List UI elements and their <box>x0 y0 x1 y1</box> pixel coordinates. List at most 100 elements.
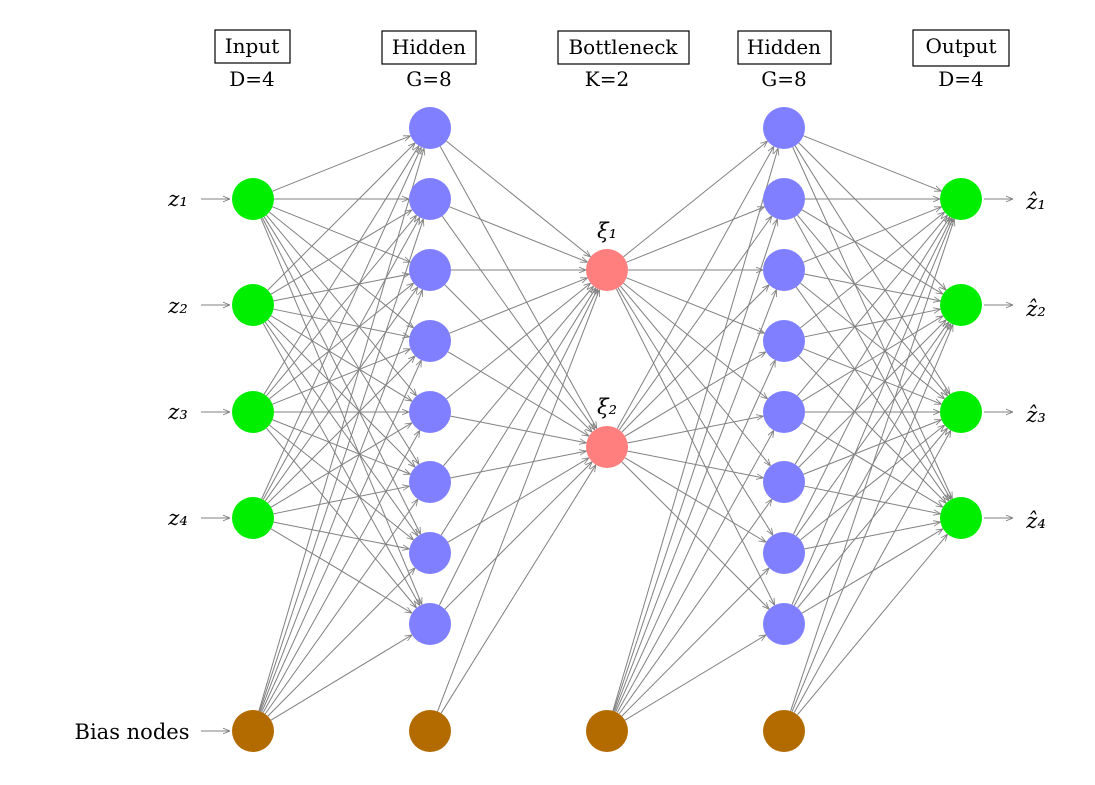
edge-layer3-to-layer4 <box>792 218 951 535</box>
layer-title-output: Output <box>925 34 996 58</box>
bias-edge-layer4 <box>790 219 955 712</box>
bias-edge-layer3 <box>615 360 776 713</box>
hidden2-node-1 <box>763 107 805 149</box>
bias-edge-layer1 <box>270 635 412 721</box>
bottleneck-label-xi1: ξ₁ <box>597 219 617 243</box>
edge-layer0-to-layer1 <box>269 424 413 540</box>
layer-title-box <box>214 29 291 64</box>
bottleneck-label-xi2: ξ₂ <box>597 395 617 419</box>
hidden2-node-6 <box>763 461 805 503</box>
hidden1-node-1 <box>409 107 451 149</box>
edge-layer2-to-layer3 <box>616 146 774 429</box>
bias-node-4 <box>763 710 805 752</box>
edge-layer1-to-layer2 <box>438 289 597 606</box>
bias-edge-layer1 <box>267 568 415 717</box>
layer-dim-hidden2: G=8 <box>761 67 806 91</box>
edge-layer3-to-layer4 <box>798 142 946 290</box>
layer-header-hidden1: Hidden G=8 <box>381 30 477 91</box>
layer-title-input: Input <box>225 34 280 58</box>
bias-edge-layer3 <box>612 148 778 711</box>
bias-edge-layer1 <box>259 219 424 712</box>
edge-layer3-to-layer4 <box>800 425 944 541</box>
hidden2-node-5 <box>763 391 805 433</box>
output-label-zhat3: ẑ₃ <box>1025 403 1045 427</box>
bias-node-2 <box>409 710 451 752</box>
layer-title-box <box>737 30 832 65</box>
bias-edge-layer2 <box>437 290 600 712</box>
edge-layer3-to-layer4 <box>803 206 941 263</box>
edge-layer1-to-layer2 <box>444 284 592 432</box>
layer-dim-hidden1: G=8 <box>406 67 451 91</box>
bias-edge-layer1 <box>260 290 423 712</box>
hidden1-node-2 <box>409 178 451 220</box>
layer-header-bottleneck: Bottleneck K=2 <box>557 30 690 91</box>
edge-layer2-to-layer3 <box>626 277 764 334</box>
output-labels: ẑ₁ ẑ₂ ẑ₃ ẑ₄ <box>1025 190 1045 533</box>
bias-node-3 <box>586 710 628 752</box>
input-node-4 <box>232 497 274 539</box>
layer-dim-output: D=4 <box>938 67 984 91</box>
hidden2-node-3 <box>763 249 805 291</box>
edge-layer0-to-layer1 <box>273 274 410 302</box>
edge-layer0-to-layer1 <box>272 348 410 405</box>
hidden1-node-4 <box>409 320 451 362</box>
bias-edge-layer1 <box>261 360 422 713</box>
layer-title-box <box>381 30 477 65</box>
bias-edge-layer3 <box>614 290 777 712</box>
edge-layer0-to-layer1 <box>262 217 420 500</box>
bias-edge-layer1 <box>258 148 424 711</box>
input-label-z1: z₁ <box>167 187 187 211</box>
edge-layer3-to-layer4 <box>801 316 943 402</box>
output-node-2 <box>940 284 982 326</box>
input-label-z3: z₃ <box>167 400 187 424</box>
bias-edge-layer3 <box>618 499 772 715</box>
edge-layer1-to-layer2 <box>441 215 595 430</box>
edge-layer1-to-layer2 <box>450 415 587 443</box>
bias-edge-layer1 <box>264 499 418 715</box>
bias-node-1 <box>232 710 274 752</box>
output-label-zhat4: ẑ₄ <box>1025 509 1045 533</box>
edge-layer0-to-layer1 <box>270 210 412 295</box>
edge-layer2-to-layer3 <box>623 141 767 258</box>
bias-edge-layer2 <box>440 465 596 714</box>
edge-layer3-to-layer4 <box>795 322 949 537</box>
layer-dim-bottleneck: K=2 <box>585 67 629 91</box>
network-nodes <box>232 107 982 752</box>
layer-title-hidden1: Hidden <box>392 35 466 59</box>
output-node-3 <box>940 391 982 433</box>
edge-layer1-to-layer2 <box>449 277 587 334</box>
edge-layer0-to-layer1 <box>264 287 418 502</box>
input-node-1 <box>232 178 274 220</box>
bias-nodes-label: Bias nodes <box>75 720 190 744</box>
edge-layer1-to-layer2 <box>449 206 587 263</box>
edge-layer3-to-layer4 <box>800 212 944 329</box>
edge-layer3-to-layer4 <box>804 273 941 301</box>
edge-layer1-to-layer2 <box>439 146 597 428</box>
layer-header-input: Input D=4 <box>214 29 291 91</box>
edge-layer2-to-layer3 <box>621 285 769 433</box>
bias-edge-layer4 <box>797 534 947 716</box>
io-arrows <box>201 199 1013 731</box>
hidden2-node-2 <box>763 178 805 220</box>
layer-title-bottleneck: Bottleneck <box>568 35 678 59</box>
edge-layer2-to-layer3 <box>617 287 773 535</box>
bias-edge-layer3 <box>613 219 778 712</box>
layer-title-box <box>557 30 690 65</box>
edge-layer1-to-layer2 <box>450 451 587 479</box>
edge-layer0-to-layer1 <box>261 147 422 500</box>
edge-layer0-to-layer1 <box>272 419 411 475</box>
edge-layer1-to-layer2 <box>440 288 596 536</box>
bias-edge-layer4 <box>793 430 951 713</box>
input-labels: z₁ z₂ z₃ z₄ <box>167 187 187 530</box>
edge-layer3-to-layer4 <box>801 209 943 294</box>
input-label-z4: z₄ <box>167 506 187 530</box>
edge-layer0-to-layer1 <box>269 283 413 400</box>
layer-dim-input: D=4 <box>229 67 275 91</box>
bias-edge-layer1 <box>262 430 420 713</box>
output-node-4 <box>940 497 982 539</box>
bias-edge-layer3 <box>624 635 766 721</box>
edge-layer1-to-layer2 <box>446 140 590 257</box>
layer-header-output: Output D=4 <box>912 29 1010 91</box>
edge-layer2-to-layer3 <box>620 285 770 466</box>
